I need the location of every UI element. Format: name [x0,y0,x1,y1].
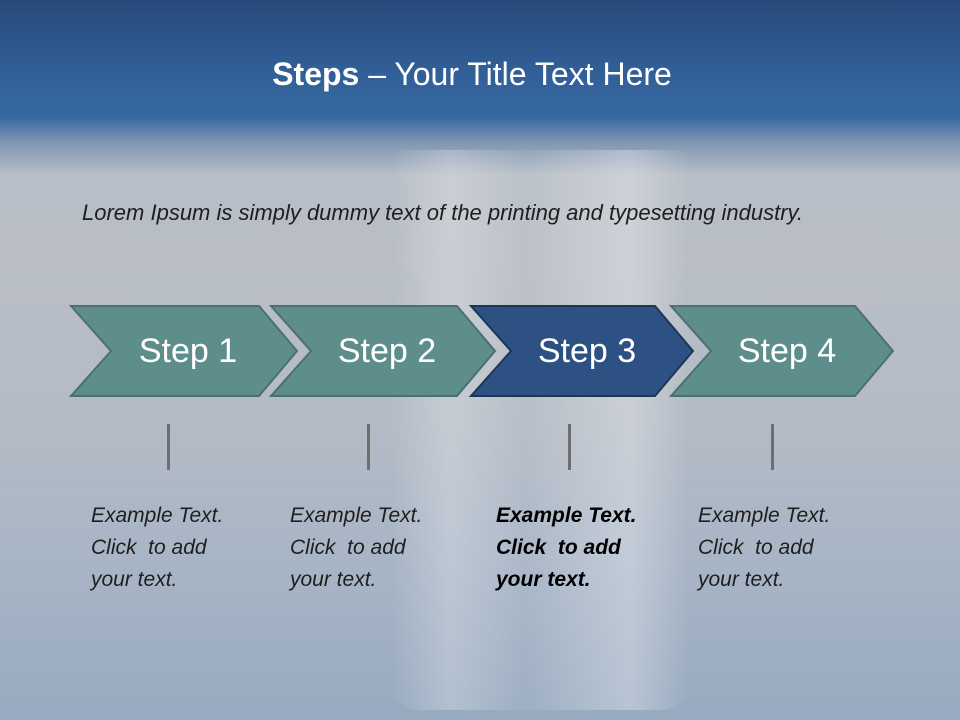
step-4-arrow[interactable] [668,305,895,397]
water-glass-image [390,150,690,710]
step-3-arrow[interactable] [468,305,695,397]
step-1-desc-line-1: Example Text. [91,504,224,527]
step-4-desc-line-3: your text. [698,568,785,591]
step-3-desc-line-2: Click to add [496,536,621,559]
step-2-desc-line-2: Click to add [290,536,406,559]
step-1-label: Step 1 [138,332,238,370]
step-3-label: Step 3 [537,332,637,370]
intro-text[interactable]: Lorem Ipsum is simply dummy text of the … [82,200,804,225]
step-4-desc-line-2: Click to add [698,536,814,559]
step-1-connector [167,424,170,470]
step-1-desc-line-3: your text. [91,568,178,591]
step-2-desc-line-3: your text. [290,568,377,591]
step-2-desc-line-1: Example Text. [290,504,423,527]
step-4-description[interactable]: Example Text. Click to add your text. [698,500,868,596]
title-rest: – Your Title Text Here [359,56,672,92]
step-1-arrow[interactable] [68,305,299,397]
step-2-connector [367,424,370,470]
step-3-desc-line-3: your text. [496,568,591,591]
step-3-description[interactable]: Example Text. Click to add your text. [496,500,666,596]
step-2-label: Step 2 [337,332,437,370]
step-3-desc-line-1: Example Text. [496,504,637,527]
title-bold: Steps [272,56,360,92]
step-1-desc-line-2: Click to add [91,536,207,559]
slide-title[interactable]: Steps – Your Title Text Here [0,52,944,96]
step-2-description[interactable]: Example Text. Click to add your text. [290,500,460,596]
step-1-description[interactable]: Example Text. Click to add your text. [91,500,261,596]
step-3-connector [568,424,571,470]
step-4-desc-line-1: Example Text. [698,504,831,527]
step-4-connector [771,424,774,470]
step-2-arrow[interactable] [268,305,497,397]
step-4-label: Step 4 [737,332,837,370]
